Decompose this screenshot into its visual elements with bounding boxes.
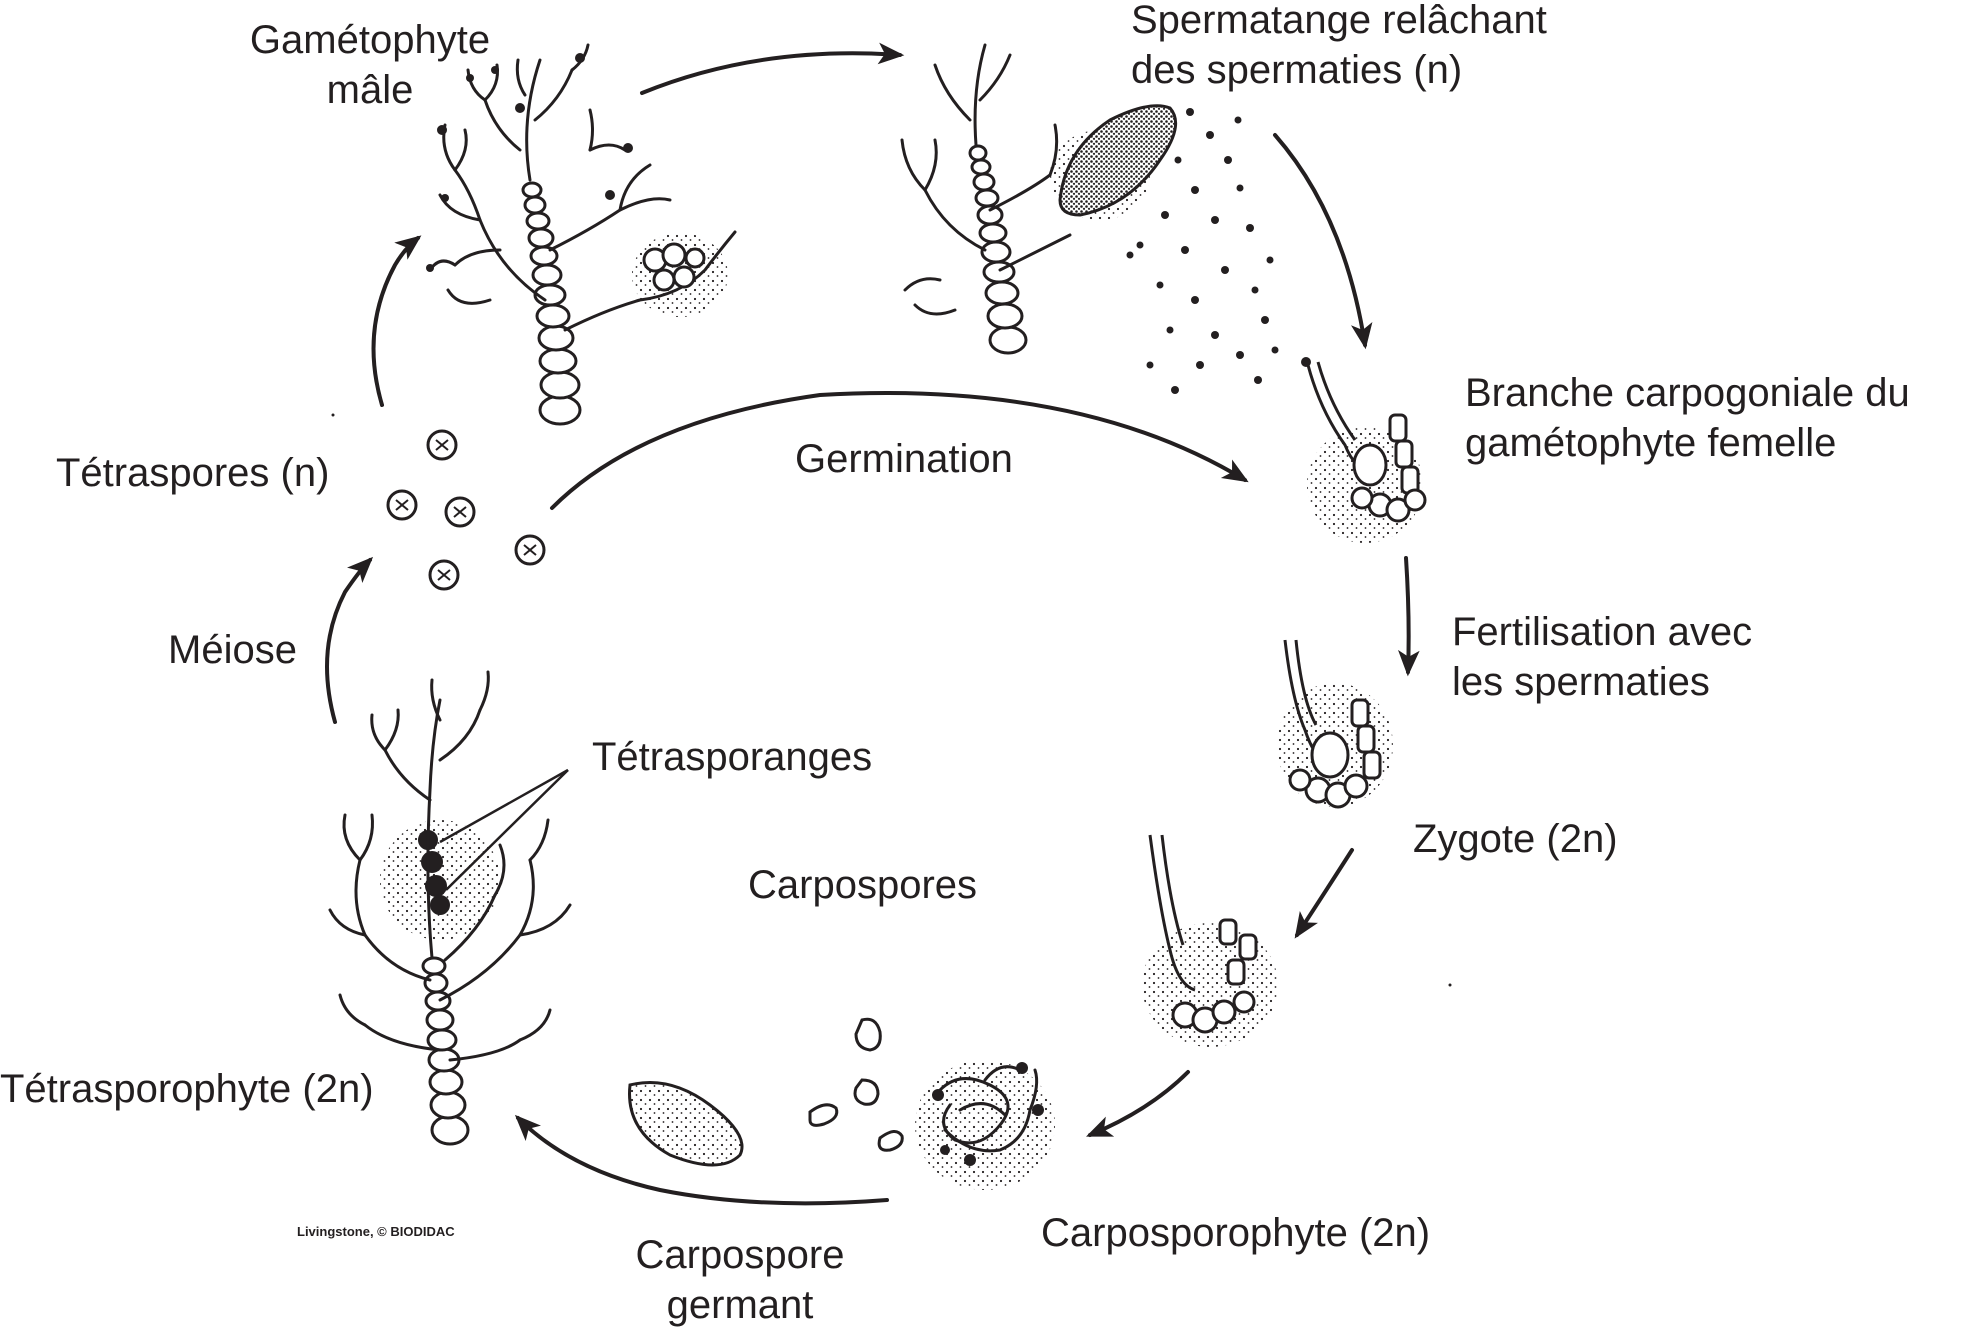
male-gametophyte-line-1: Gamétophyte	[249, 18, 491, 62]
label-meiosis: Méiose	[168, 628, 297, 672]
label-zygote: Zygote (2n)	[1413, 817, 1618, 861]
label-germinating-carpospore: Carpospore germant	[590, 1230, 890, 1330]
carpospore	[808, 1103, 839, 1127]
tetraspore	[444, 496, 476, 528]
label-carpogonial-branch: Branche carpogoniale du gamétophyte feme…	[1465, 368, 1910, 468]
label-tetrasporophyte: Tétrasporophyte (2n)	[0, 1067, 374, 1111]
zygote	[1142, 834, 1278, 1047]
germinating-carpospore-line-1: Carpospore	[635, 1233, 845, 1277]
arrow-spermatia-to-carpogonium	[1273, 133, 1373, 350]
fertilised-carpogonium	[1277, 639, 1393, 809]
germinating-carpospore-icon	[628, 1081, 744, 1167]
male-gametophyte-line-2: mâle	[326, 68, 414, 112]
carpogonial-branch	[1301, 357, 1427, 543]
credit-text: Livingstone, © BIODIDAC	[297, 1224, 455, 1239]
arrow-carposporophyte-to-germinating	[1086, 1070, 1190, 1137]
carpospore	[877, 1130, 904, 1152]
label-spermatangium: Spermatange relâchant des spermaties (n)	[1131, 0, 1547, 95]
carpogonial-branch-line-2: gamétophyte femelle	[1465, 421, 1837, 465]
carpospore	[853, 1078, 880, 1106]
cycle-arrows	[325, 42, 1420, 1206]
spermatangium-line-1: Spermatange relâchant	[1131, 0, 1547, 42]
fertilisation-line-2: les spermaties	[1452, 660, 1710, 704]
label-germination: Germination	[795, 437, 1013, 481]
arrow-meiosis	[325, 556, 374, 724]
tetraspore	[428, 559, 460, 591]
carpospores	[628, 1017, 904, 1167]
tetraspores	[386, 429, 546, 591]
arrow-male-to-spermatangium	[640, 42, 905, 95]
spermatangium-release	[900, 43, 1279, 394]
arrow-zygote-to-carposporophyte	[1294, 848, 1354, 939]
label-tetraspores: Tétraspores (n)	[56, 451, 330, 495]
label-male-gametophyte: Gamétophyte mâle	[220, 15, 520, 115]
arrow-fertilisation	[1398, 556, 1420, 677]
carpogonial-branch-line-1: Branche carpogoniale du	[1465, 371, 1910, 415]
fertilisation-line-1: Fertilisation avec	[1452, 610, 1753, 654]
spermatangium-line-2: des spermaties (n)	[1131, 48, 1463, 92]
carpospore	[854, 1017, 882, 1052]
tetrasporophyte-thallus	[328, 670, 572, 1146]
label-carpospores: Carpospores	[748, 863, 978, 907]
arrow-tetraspores-to-male	[371, 235, 422, 407]
arrow-to-tetrasporophyte	[514, 1114, 889, 1206]
label-carposporophyte: Carposporophyte (2n)	[1041, 1211, 1431, 1255]
germinating-carpospore-line-2: germant	[666, 1283, 814, 1327]
carposporophyte	[915, 1060, 1055, 1190]
arrow-germination	[550, 391, 1249, 510]
label-fertilisation: Fertilisation avec les spermaties	[1452, 607, 1752, 707]
tetraspore	[426, 429, 458, 461]
label-tetrasporangia: Tétrasporanges	[592, 735, 873, 779]
tetraspore	[514, 534, 546, 566]
tetraspore	[386, 489, 418, 521]
male-gametophyte-thallus	[426, 43, 737, 426]
